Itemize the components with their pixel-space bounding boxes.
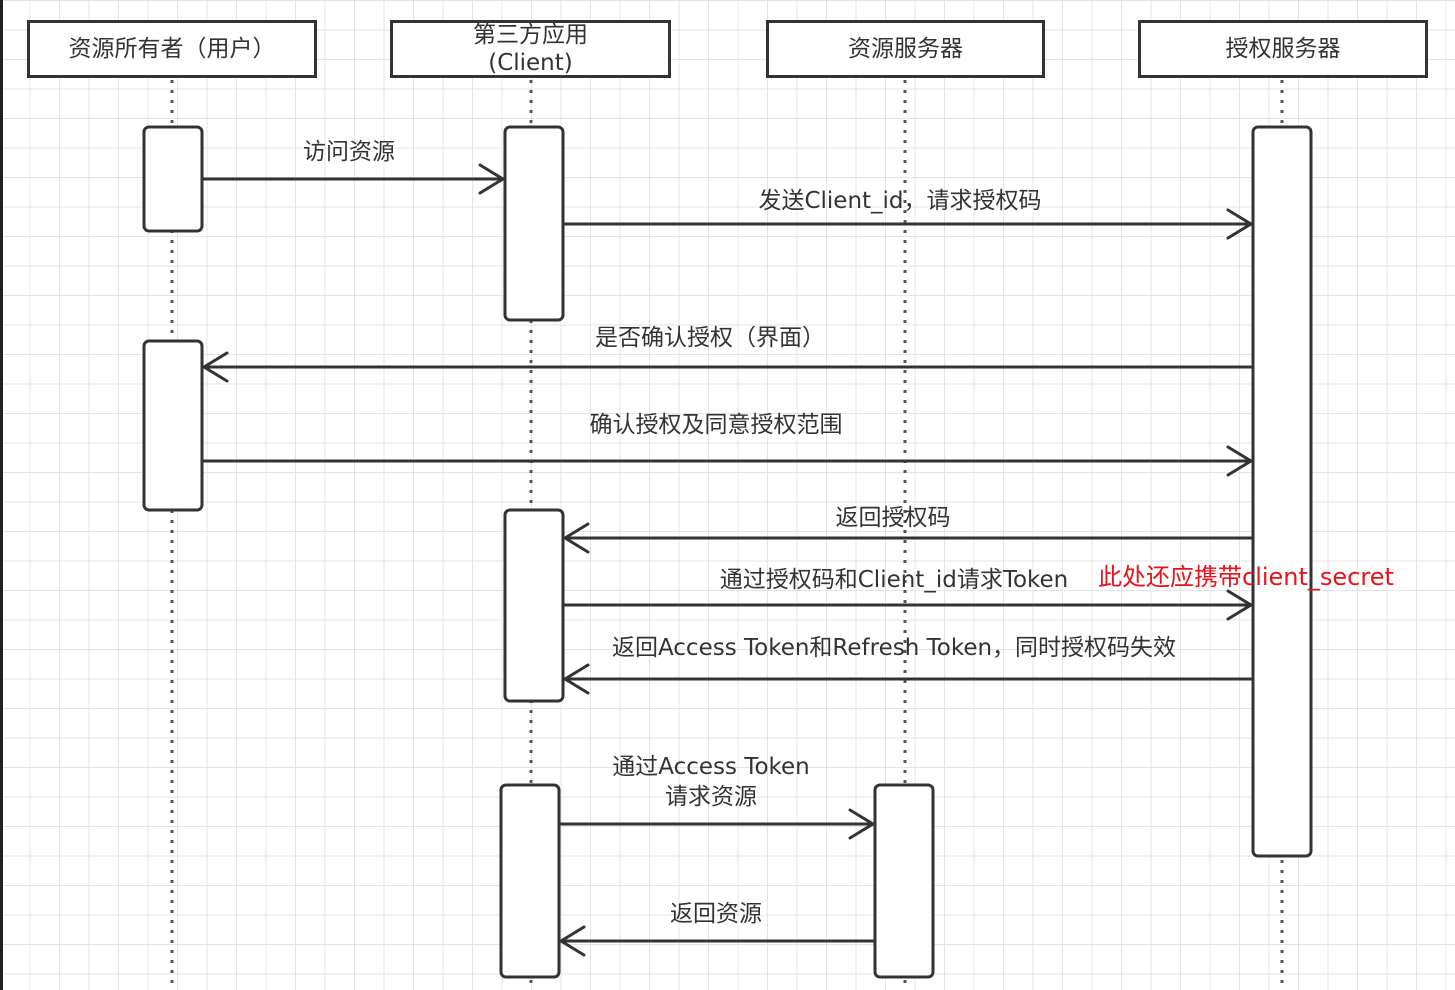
- activation-owner-1: [142, 125, 204, 233]
- participant-client-label-line1: 第三方应用: [473, 22, 588, 48]
- message-label-m5: 返回授权码: [835, 505, 951, 531]
- activation-resource-server: [873, 783, 935, 979]
- message-label-m8-line2: 请求资源: [665, 784, 757, 810]
- message-label-m7: 返回Access Token和Refresh Token，同时授权码失效: [611, 635, 1177, 661]
- annotation-client-secret: 此处还应携带client_secret: [1098, 563, 1394, 591]
- arrowhead-m4: [1226, 445, 1253, 477]
- message-label-m4: 确认授权及同意授权范围: [589, 412, 843, 438]
- arrowhead-m5: [563, 522, 590, 554]
- activation-auth-server: [1251, 125, 1313, 858]
- arrowhead-m7: [563, 663, 590, 695]
- activation-client-2: [503, 508, 565, 703]
- arrowhead-m9: [559, 925, 586, 957]
- message-label-m2: 发送Client_id，请求授权码: [758, 188, 1042, 214]
- arrowhead-m6: [1226, 589, 1253, 621]
- arrowhead-m8: [848, 808, 875, 840]
- participant-resource-server-label: 资源服务器: [848, 36, 963, 62]
- activation-owner-2: [142, 339, 204, 512]
- participant-client-label-line2: (Client): [488, 50, 573, 76]
- arrowhead-m2: [1226, 208, 1253, 240]
- left-border: [0, 0, 3, 990]
- message-label-m3: 是否确认授权（界面）: [595, 325, 825, 351]
- message-label-m1: 访问资源: [303, 139, 395, 165]
- participant-resource-server: 资源服务器: [766, 20, 1045, 78]
- message-label-m8-line1: 通过Access Token: [612, 754, 810, 780]
- participant-owner: 资源所有者（用户）: [27, 20, 317, 78]
- arrowhead-m1: [478, 163, 505, 195]
- activation-client-1: [503, 125, 565, 322]
- participant-auth-server: 授权服务器: [1138, 20, 1428, 78]
- arrowhead-m3: [202, 351, 229, 383]
- participant-client: 第三方应用 (Client): [390, 20, 671, 78]
- message-label-m9: 返回资源: [670, 901, 762, 927]
- participant-auth-server-label: 授权服务器: [1225, 36, 1341, 62]
- message-label-m6: 通过授权码和Client_id请求Token: [719, 567, 1069, 593]
- participant-owner-label: 资源所有者（用户）: [68, 36, 276, 62]
- activation-client-3: [499, 783, 561, 979]
